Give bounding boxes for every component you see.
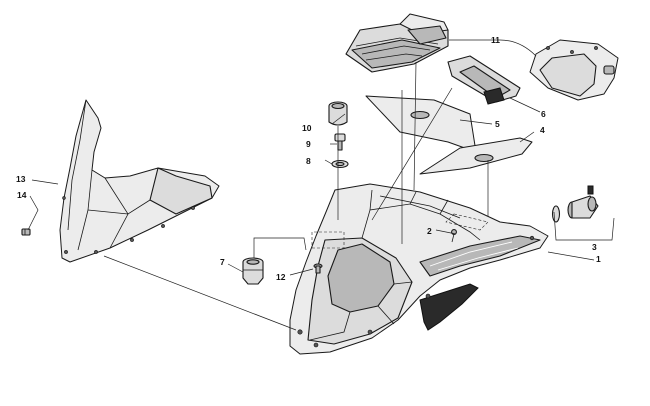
fuel-cap (242, 257, 264, 285)
decal-left (365, 95, 477, 153)
engine-cover (529, 39, 619, 101)
callout-9: 9 (306, 139, 311, 149)
key (334, 133, 346, 151)
callout-11: 11 (491, 35, 500, 45)
windshield (59, 99, 220, 263)
decal-right (419, 137, 533, 175)
hood-assembly (289, 183, 549, 355)
leader-lines (27, 39, 615, 331)
callout-5: 5 (495, 119, 500, 129)
o-ring (331, 159, 349, 169)
rivet (313, 263, 323, 274)
callout-4: 4 (540, 125, 545, 135)
callout-10: 10 (302, 123, 312, 133)
callout-6: 6 (541, 109, 546, 119)
callout-3: 3 (592, 242, 597, 252)
callout-7: 7 (220, 257, 225, 267)
callouts: 1 2 3 4 5 6 7 8 9 10 11 12 13 14 (16, 35, 601, 282)
callout-12: 12 (276, 272, 286, 282)
callout-14: 14 (17, 190, 27, 200)
callout-8: 8 (306, 156, 311, 166)
callout-13: 13 (16, 174, 26, 184)
callout-2: 2 (427, 226, 432, 236)
switch-knob (328, 101, 348, 126)
push-rivet (21, 228, 31, 236)
vent-cover (447, 55, 521, 105)
callout-1: 1 (596, 254, 601, 264)
headlight-bulb-set (551, 185, 599, 223)
console-grille (345, 13, 449, 73)
